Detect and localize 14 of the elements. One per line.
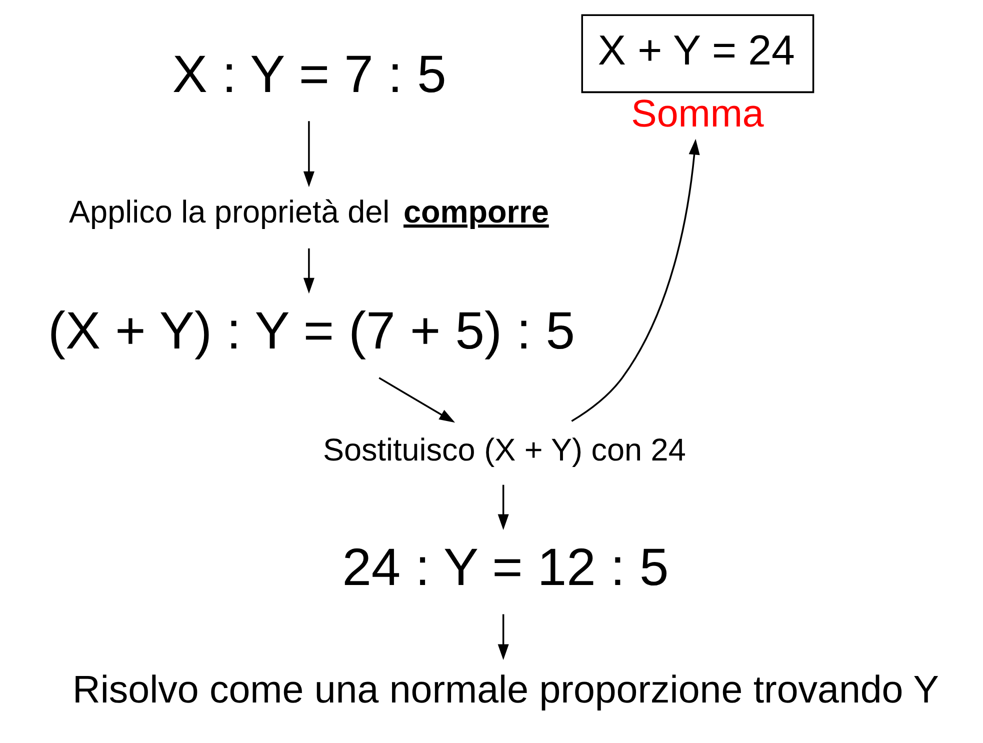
node-text: Applico la proprietà del comporre (69, 193, 549, 230)
node-text: Risolvo come una normale proporzione trovando Y (72, 668, 939, 712)
node-text: Sostituisco (X + Y) con 24 (322, 432, 686, 468)
node-label: Somma (631, 92, 764, 136)
arrow (378, 377, 456, 423)
arrow (303, 248, 314, 294)
node-text: 24 : Y = 12 : 5 (342, 538, 669, 598)
arrow (571, 138, 700, 422)
arrow (303, 121, 314, 188)
arrow (498, 484, 509, 530)
arrow (498, 614, 509, 660)
node-text: (X + Y) : Y = (7 + 5) : 5 (48, 302, 575, 361)
node-box: X + Y = 24 (581, 14, 814, 94)
node-text: X : Y = 7 : 5 (172, 45, 446, 104)
